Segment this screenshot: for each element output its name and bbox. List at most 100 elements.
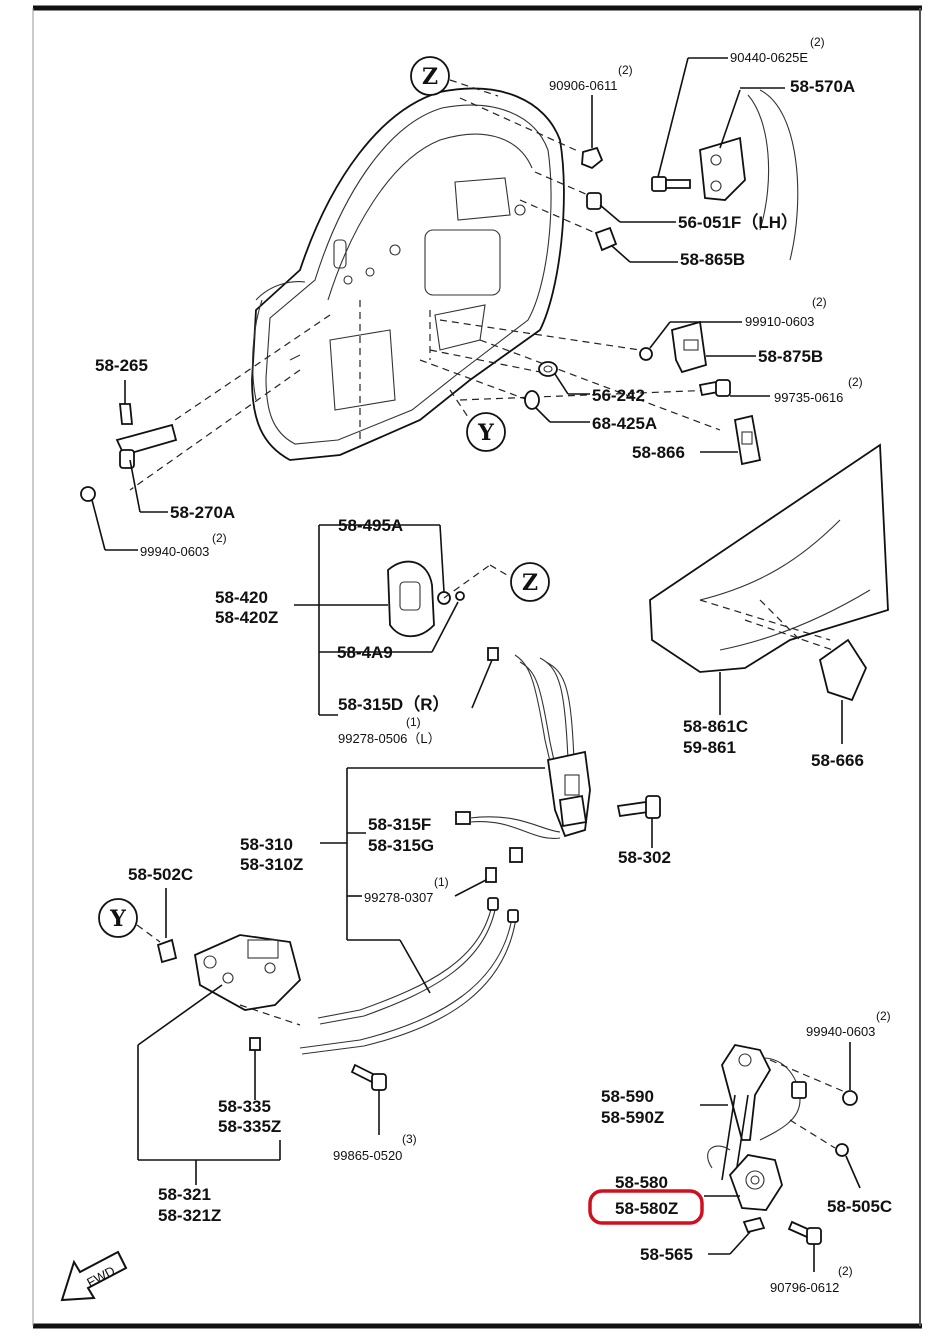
label-58-861C: 58-861C — [683, 717, 748, 736]
lock-group-bracket — [320, 767, 545, 941]
release-cables — [299, 897, 519, 1055]
bolt-58-505C — [835, 1143, 861, 1189]
qty-90440: (2) — [810, 35, 825, 49]
label-58-310Z: 58-310Z — [240, 855, 303, 874]
callout-z-letter: Z — [422, 64, 438, 90]
callout-y-top: Y — [466, 412, 506, 452]
outer-handle-58-270A — [115, 380, 178, 513]
label-58-865B: 58-865B — [680, 250, 745, 269]
handle-bracket-lines — [294, 524, 459, 716]
label-58-666: 58-666 — [811, 751, 864, 770]
nut-90906 — [581, 95, 604, 170]
highlight-58-580Z — [588, 1189, 704, 1225]
door-leader-lines — [129, 97, 721, 491]
clip-58-335 — [249, 1037, 261, 1100]
label-58-570A: 58-570A — [790, 77, 855, 96]
grommet-56-242 — [538, 361, 590, 395]
callout-y-letter-lower: Y — [109, 906, 126, 932]
qty-99278-0506: (1) — [406, 715, 421, 729]
label-58-590: 58-590 — [601, 1087, 654, 1106]
latch-58-321 — [156, 888, 302, 1026]
label-56-051F: 56-051F（LH） — [678, 212, 798, 232]
door-lock-58-310 — [546, 750, 591, 838]
fwd-arrow-icon: FWD — [60, 1250, 128, 1302]
nut-99940-right — [842, 1042, 858, 1106]
label-99910-0603: 99910-0603 — [745, 314, 814, 329]
label-58-4A9: 58-4A9 — [337, 643, 393, 662]
door-inner-panel — [251, 87, 565, 461]
label-58-580: 58-580 — [615, 1173, 668, 1192]
label-58-875B: 58-875B — [758, 347, 823, 366]
striker-58-570A — [699, 87, 799, 261]
qty-99940-right: (2) — [876, 1009, 891, 1023]
label-56-242: 56-242 — [592, 386, 645, 405]
callout-z-letter-mid: Z — [522, 570, 538, 596]
qty-99865: (3) — [402, 1132, 417, 1146]
bracket-58-866 — [700, 414, 762, 466]
bolt-90440 — [651, 57, 728, 192]
label-58-580Z: 58-580Z — [615, 1199, 678, 1218]
label-58-505C: 58-505C — [827, 1197, 892, 1216]
lock-rods — [471, 647, 575, 771]
qty-99940-left: (2) — [212, 531, 227, 545]
label-58-321: 58-321 — [158, 1185, 211, 1204]
bolt-99735 — [698, 379, 770, 397]
label-58-866: 58-866 — [632, 443, 685, 462]
nut-99910 — [639, 321, 742, 361]
bolt-99865 — [350, 1063, 387, 1135]
label-58-565: 58-565 — [640, 1245, 693, 1264]
bolt-58-302 — [616, 795, 661, 848]
regulator-58-590 — [700, 1043, 846, 1181]
bushing-58-865B — [594, 226, 678, 263]
label-99735-0616: 99735-0616 — [774, 390, 843, 405]
clip-99278-0307 — [454, 867, 497, 897]
motor-58-580 — [704, 1145, 783, 1211]
callout-z-mid: Z — [510, 562, 550, 602]
glass-58-861C — [649, 443, 889, 715]
label-90906-0611: 90906-0611 — [549, 78, 617, 93]
label-58-321Z: 58-321Z — [158, 1206, 221, 1225]
label-58-590Z: 58-590Z — [601, 1108, 664, 1127]
label-99940-0603-left: 99940-0603 — [140, 544, 209, 559]
bolt-90796 — [787, 1220, 822, 1272]
pad-58-666 — [818, 638, 868, 744]
label-99278-0307: 99278-0307 — [364, 890, 433, 905]
switch-56-051F — [586, 192, 676, 223]
qty-90796: (2) — [838, 1264, 853, 1278]
nut-99940-left — [80, 486, 138, 551]
label-58-315D: 58-315D（R） — [338, 694, 450, 714]
label-58-420Z: 58-420Z — [215, 608, 278, 627]
label-58-315F: 58-315F — [368, 815, 431, 834]
pad-58-565 — [708, 1216, 766, 1255]
label-90796-0612: 90796-0612 — [770, 1280, 839, 1295]
label-58-335: 58-335 — [218, 1097, 271, 1116]
latch-group-bracket — [137, 984, 281, 1185]
label-59-861: 59-861 — [683, 738, 736, 757]
label-58-335Z: 58-335Z — [218, 1117, 281, 1136]
label-99940-0603-right: 99940-0603 — [806, 1024, 875, 1039]
door-outer-skin — [255, 281, 306, 301]
label-68-425A: 68-425A — [592, 414, 657, 433]
plug-68-425A — [524, 390, 590, 423]
callout-y-letter: Y — [477, 420, 494, 446]
inside-handle-58-420 — [387, 560, 513, 638]
label-90440-0625E: 90440-0625E — [730, 50, 808, 65]
qty-99278-0307: (1) — [434, 875, 449, 889]
label-58-265: 58-265 — [95, 356, 148, 375]
qty-99735: (2) — [848, 375, 863, 389]
label-99278-0506: 99278-0506（L） — [338, 731, 441, 746]
door-check-58-875B — [671, 320, 756, 374]
harness-58-315F — [455, 811, 561, 863]
label-58-502C: 58-502C — [128, 865, 193, 884]
callout-y-lower: Y — [98, 898, 161, 943]
callout-z-top: Z — [410, 56, 499, 97]
label-99865-0520: 99865-0520 — [333, 1148, 402, 1163]
label-58-495A: 58-495A — [338, 516, 403, 535]
qty-99910: (2) — [812, 295, 827, 309]
label-58-270A: 58-270A — [170, 503, 235, 522]
label-58-420: 58-420 — [215, 588, 268, 607]
label-58-302: 58-302 — [618, 848, 671, 867]
label-58-310: 58-310 — [240, 835, 293, 854]
qty-90906: (2) — [618, 63, 633, 77]
